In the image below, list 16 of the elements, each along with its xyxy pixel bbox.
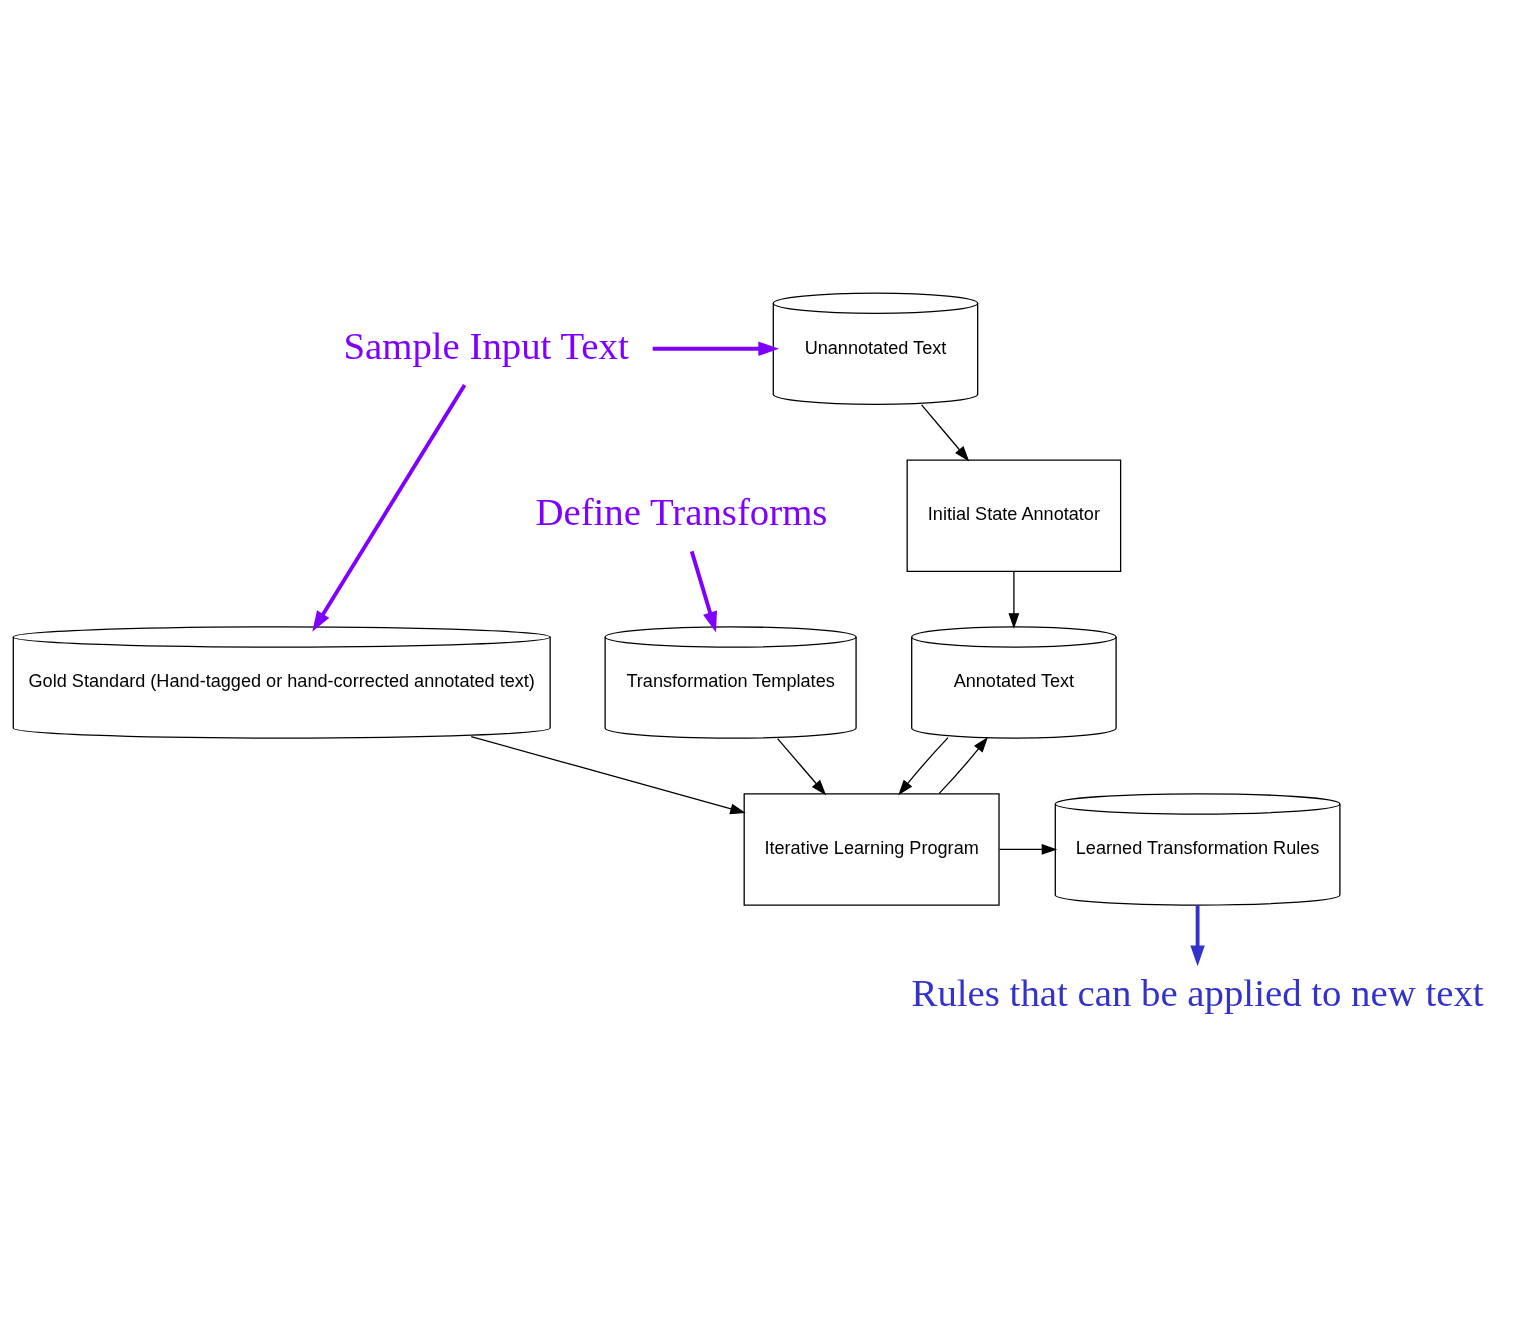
arrow — [470, 735, 746, 814]
node-text: Sample Input Text — [343, 323, 629, 366]
node-box: Initial State Annotator — [906, 458, 1122, 572]
arrow — [689, 550, 717, 632]
arrow — [652, 341, 780, 356]
arrow — [1190, 904, 1205, 966]
arrow — [998, 843, 1058, 855]
arrow — [920, 403, 970, 461]
arrow — [312, 383, 467, 632]
arrow — [938, 736, 988, 794]
node-text: Define Transforms — [535, 489, 828, 533]
node-box: Iterative Learning Program — [743, 792, 1000, 906]
arrow — [776, 737, 827, 795]
node-text: Rules that can be applied to new text — [911, 970, 1484, 1014]
arrow — [898, 736, 949, 795]
arrow — [1008, 570, 1020, 629]
